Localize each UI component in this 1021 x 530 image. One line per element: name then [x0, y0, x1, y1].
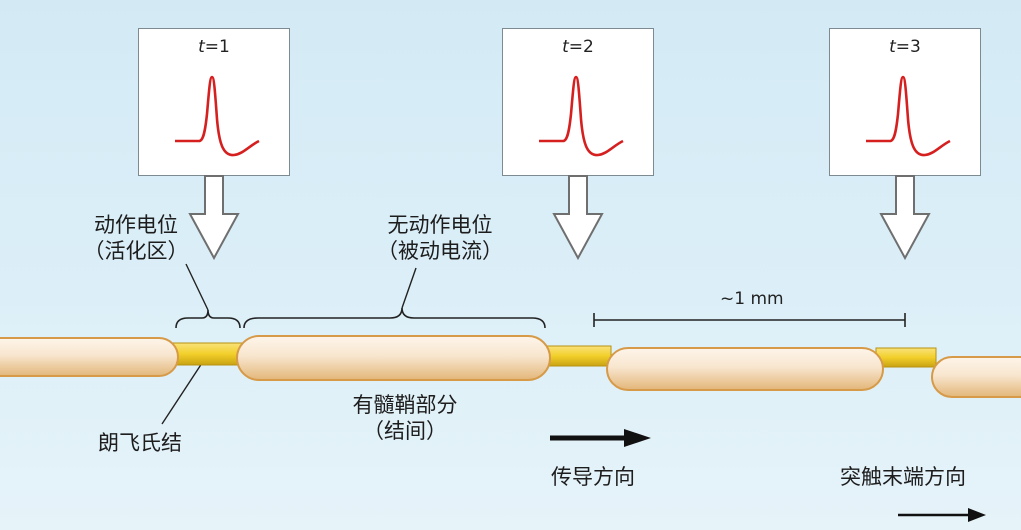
myelinated-segment-label-line1: 有髓鞘部分 [352, 393, 458, 417]
propagation-arrow-head [624, 429, 651, 447]
recording-panel-3: t=3 [829, 28, 981, 176]
myelin-segment-2 [606, 347, 884, 391]
propagation-direction-label: 传导方向 [551, 465, 635, 489]
scale-bar-label: ~1 mm [720, 289, 784, 309]
active-zone-label-line2: （活化区） [83, 239, 189, 264]
down-arrow-2 [552, 175, 604, 261]
down-arrow-1 [188, 175, 240, 261]
node-of-ranvier-2 [544, 345, 612, 367]
terminal-arrow-head [968, 508, 986, 522]
down-arrow-3 [879, 175, 931, 261]
leader-node [161, 359, 205, 425]
synaptic-terminal-direction-label: 突触末端方向 [840, 465, 966, 489]
node-of-ranvier-label: 朗飞氏结 [98, 431, 182, 455]
brace-passive-zone [243, 307, 546, 329]
panel-time-label-1: t=1 [198, 37, 230, 57]
myelin-segment-0 [0, 337, 179, 377]
recording-panel-1: t=1 [138, 28, 290, 176]
passive-zone-label-line2: （被动电流） [377, 239, 503, 264]
node-of-ranvier-1 [169, 342, 243, 366]
passive-zone-label: 无动作电位 （被动电流） [360, 212, 520, 265]
action-potential-trace-3 [866, 75, 951, 157]
myelinated-segment-label-line2: （结间） [363, 419, 447, 444]
node-of-ranvier-3 [875, 347, 937, 368]
myelinated-segment-label: 有髓鞘部分 （结间） [320, 392, 490, 445]
leader-passive [401, 267, 417, 309]
panel-time-label-3: t=3 [889, 37, 921, 57]
leader-active [185, 263, 209, 311]
myelin-segment-1 [236, 335, 551, 381]
action-potential-trace-2 [539, 75, 624, 157]
panel-time-label-2: t=2 [562, 37, 594, 57]
passive-zone-label-line1: 无动作电位 [387, 213, 493, 237]
myelin-segment-3 [931, 356, 1021, 398]
brace-active-zone [175, 309, 241, 329]
active-zone-label: 动作电位 （活化区） [66, 212, 206, 265]
active-zone-label-line1: 动作电位 [94, 213, 178, 237]
action-potential-trace-1 [175, 75, 260, 157]
